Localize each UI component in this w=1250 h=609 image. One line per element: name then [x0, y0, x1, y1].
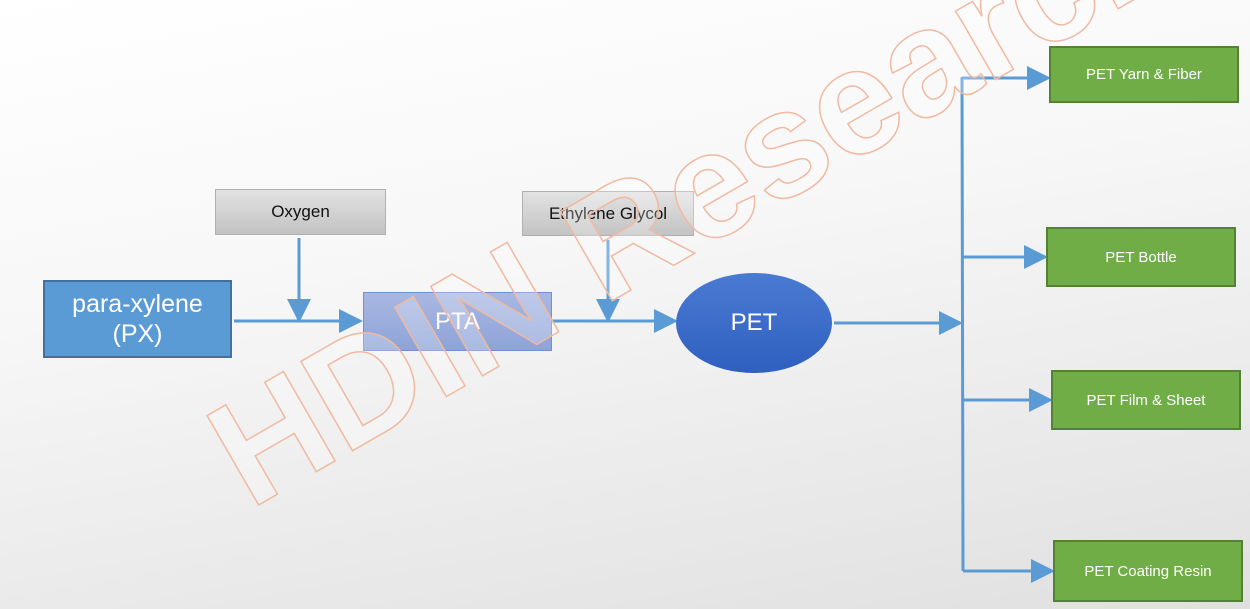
pet-ellipse: PET [676, 273, 832, 373]
pta-box: PTA [363, 292, 552, 351]
oxygen-box: Oxygen [215, 189, 386, 235]
ethylene-glycol-box: Ethylene Glycol [522, 191, 694, 236]
output-film-sheet: PET Film & Sheet [1051, 370, 1241, 430]
branch-trunk [960, 76, 965, 572]
output-yarn-fiber: PET Yarn & Fiber [1049, 46, 1239, 103]
output-coating-resin: PET Coating Resin [1053, 540, 1243, 602]
px-box: para-xylene (PX) [43, 280, 232, 358]
output-bottle: PET Bottle [1046, 227, 1236, 287]
